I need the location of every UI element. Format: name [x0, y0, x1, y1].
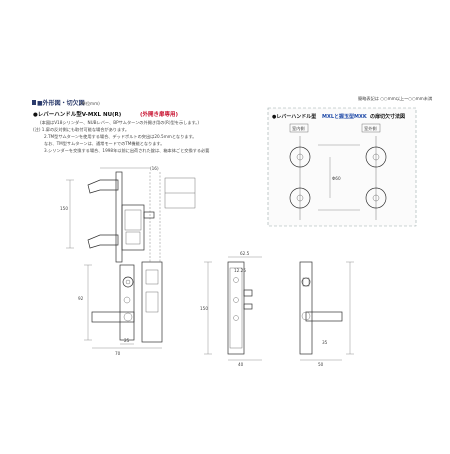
dim-50: 50: [318, 362, 324, 367]
dim-62-5: 62.5: [240, 251, 250, 256]
product-note-4: 3.シリンダーを交換する場合、1998年以前に出荷された錠は、箱本体ごと交換する…: [44, 147, 209, 154]
product-title: ●レバーハンドル型V-MXL NU(R): [33, 110, 122, 118]
product-note-1: (注) 1.扉の反対側にも取付可能な場合があります。: [33, 126, 129, 133]
section-title: ■外形図・切欠図: [37, 99, 85, 107]
product-title-suffix: (外開き扉専用): [140, 110, 179, 118]
cutout-title-mid: MXLと握玉型MXK: [322, 113, 368, 120]
cutout-dim-phi: Φ60: [332, 176, 341, 181]
inside-front-view-drawing: 50 35: [299, 261, 354, 367]
side-view-drawing: (16) 150: [60, 166, 196, 263]
dim-92: 92: [78, 296, 84, 301]
cutout-title-suffix: の扉切欠寸法図: [370, 113, 405, 120]
dim-70: 70: [115, 351, 121, 356]
dim-150-left: 150: [60, 206, 68, 211]
front-view-drawing: 92 70 25: [78, 261, 163, 356]
lock-case-drawing: 150 62.5 12.25 40: [200, 251, 262, 367]
cutout-title: ●レバーハンドル型: [272, 113, 316, 120]
scale-note: 簡略表記は ○○mm以上～○○mm未満: [358, 95, 432, 102]
dim-40: 40: [238, 362, 244, 367]
dim-35: 35: [322, 340, 328, 345]
outside-label: 室外側: [364, 125, 377, 132]
product-note-3: なお、TM型サムターンは、通常モードでのTM機能となります。: [44, 140, 164, 147]
inside-label: 室内側: [292, 125, 305, 132]
product-note-2: 2.TM型サムターンを使用する場合、デッドボルトの突出は20.5mmとなります。: [44, 133, 196, 140]
cutout-panel: ●レバーハンドル型 MXLと握玉型MXK の扉切欠寸法図 室内側 室外側 Φ60: [267, 107, 417, 227]
dim-150-mid: 150: [200, 306, 208, 311]
section-bullet: [32, 100, 36, 105]
dim-12-25: 12.25: [234, 268, 246, 273]
dim-25: 25: [124, 338, 130, 343]
dim-16: (16): [150, 166, 159, 171]
section-unit: (単位mm): [80, 100, 100, 107]
product-note-top: (本図はV18シリンダー、NUBレバー、BPサムターンの外開き用の(R)型を示し…: [40, 119, 199, 126]
